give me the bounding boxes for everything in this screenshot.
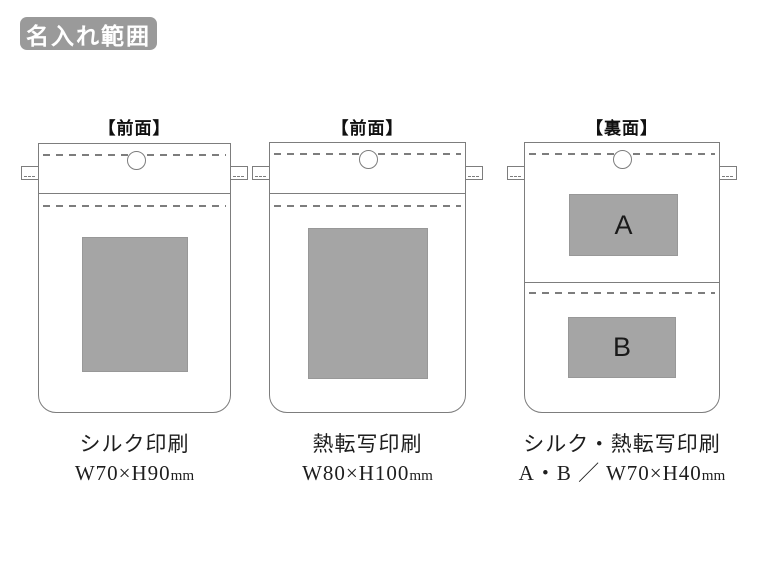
- stitch-line-band: [529, 292, 715, 294]
- panel2-side-label: 【前面】: [331, 119, 404, 138]
- side-tab-right: [719, 166, 737, 180]
- drawstring-hole-icon: [359, 150, 378, 169]
- panel2-caption: 熱転写印刷 W80×H100mm: [269, 430, 466, 491]
- print-area-b: B: [568, 317, 676, 378]
- side-tab-left: [252, 166, 270, 180]
- print-method: シルク・熱転写印刷: [523, 432, 721, 456]
- print-area: [308, 228, 428, 379]
- print-size: A・B ／ W70×H40mm: [518, 461, 726, 485]
- panel1-bag-diagram: [21, 143, 248, 413]
- stitch-line-band: [274, 205, 461, 207]
- seam-line: [524, 282, 720, 283]
- side-tab-left: [21, 166, 39, 180]
- panel3-bag-diagram: A B: [507, 142, 737, 413]
- title-badge: 名入れ範囲: [20, 17, 157, 50]
- seam-line: [38, 193, 231, 194]
- seam-line: [269, 193, 466, 194]
- print-area: [82, 237, 188, 372]
- side-tab-left: [507, 166, 525, 180]
- print-area-a: A: [569, 194, 678, 256]
- panel3-side-label: 【裏面】: [586, 119, 658, 138]
- panel2-bag-diagram: [252, 142, 483, 413]
- zone-label-a: A: [614, 209, 633, 240]
- size-unit: mm: [170, 468, 195, 484]
- stitch-line-band: [43, 205, 226, 207]
- drawstring-hole-icon: [613, 150, 632, 169]
- zone-label-b: B: [612, 332, 631, 362]
- size-unit: mm: [409, 468, 433, 484]
- print-method: 熱転写印刷: [312, 432, 423, 456]
- print-size: W80×H100mm: [302, 461, 433, 485]
- side-tab-right: [465, 166, 483, 180]
- panel1-caption: シルク印刷 W70×H90mm: [38, 430, 231, 491]
- panel1-side-label: 【前面】: [98, 119, 171, 138]
- size-unit: mm: [701, 468, 726, 484]
- side-tab-right: [230, 166, 248, 180]
- print-method: シルク印刷: [79, 432, 190, 456]
- drawstring-hole-icon: [127, 151, 146, 170]
- panel3-caption: シルク・熱転写印刷 A・B ／ W70×H40mm: [494, 430, 750, 491]
- print-size: W70×H90mm: [74, 461, 195, 485]
